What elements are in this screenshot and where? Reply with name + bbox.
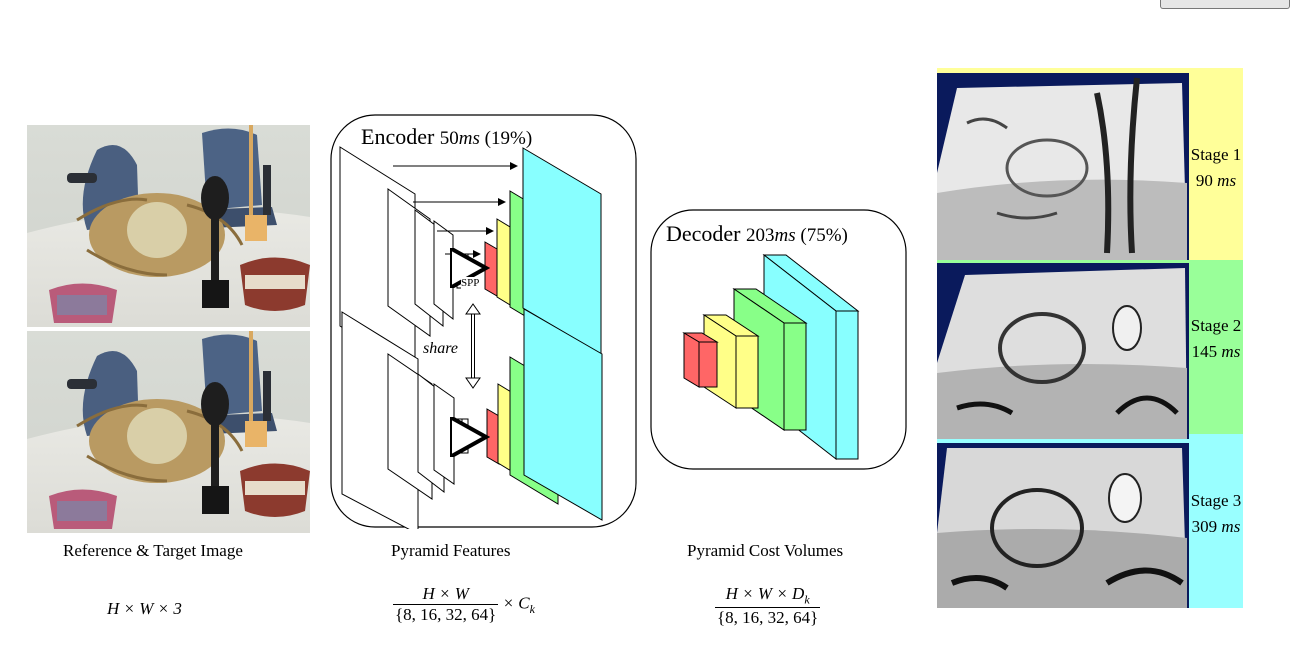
features-suffix: × C: [502, 593, 530, 613]
stage2-label: Stage 2 145 ms: [1189, 313, 1243, 365]
stage2-disparity-map: [937, 263, 1189, 439]
stage3-name: Stage 3: [1190, 491, 1242, 510]
encoder-unit: ms: [458, 128, 480, 149]
cost-volumes-caption: Pyramid Cost Volumes: [687, 541, 844, 560]
cost-numerator: H × W × D: [725, 584, 805, 603]
stage1-label: Stage 1 90 ms: [1189, 142, 1243, 194]
encoder-title: Encoder 50ms (19%): [361, 124, 532, 150]
stage2-time: 145: [1191, 342, 1218, 361]
cost-formula: H × W × Dk {8, 16, 32, 64}: [715, 584, 821, 628]
images-caption: Reference & Target Image: [63, 541, 243, 560]
stage1-name: Stage 1: [1190, 145, 1242, 164]
decoder-block: [650, 209, 907, 470]
stage2-name: Stage 2: [1190, 316, 1242, 335]
input-images: [27, 125, 311, 533]
encoder-title-text: Encoder: [361, 124, 435, 149]
stage1-disparity-map: [937, 73, 1189, 260]
feat-level1-bottom: [486, 408, 500, 465]
image-shape-formula: H × W × 3: [107, 599, 182, 619]
stage3-time: 309: [1191, 517, 1218, 536]
encoder-pct: (19%): [484, 128, 533, 149]
stage3-disparity-map: [937, 443, 1189, 608]
stage2-unit: ms: [1221, 342, 1241, 361]
encoder-time: 50: [439, 128, 459, 149]
image-shape-text: H × W × 3: [107, 599, 182, 618]
stage-outputs: Stage 1 90 ms Stage 2 145 ms Stage 3 309…: [937, 68, 1243, 608]
features-caption: Pyramid Features: [391, 541, 511, 560]
decoder-unit: ms: [774, 225, 796, 246]
decoder-title-text: Decoder: [666, 221, 741, 246]
spp-label: SPP: [461, 277, 480, 289]
share-label: share: [423, 340, 458, 358]
decoder-time: 203: [746, 225, 775, 246]
features-numerator: H × W: [422, 584, 469, 603]
features-formula: H × W {8, 16, 32, 64} × Ck: [393, 584, 535, 625]
features-subscript: k: [529, 601, 535, 616]
cost-denominator: {8, 16, 32, 64}: [715, 607, 821, 628]
encoder-block: [330, 114, 637, 529]
stage3-label: Stage 3 309 ms: [1189, 488, 1243, 540]
stage3-unit: ms: [1221, 517, 1241, 536]
cost-level1: [683, 332, 700, 388]
feat-level1-top: [484, 241, 498, 297]
feat-level4-bottom: [523, 308, 603, 521]
features-denominator: {8, 16, 32, 64}: [393, 604, 499, 624]
decoder-pct: (75%): [800, 225, 848, 246]
cost-subscript: k: [804, 592, 810, 607]
window-corner-tab: [1160, 0, 1290, 9]
stage1-time: 90: [1195, 171, 1213, 190]
stage1-unit: ms: [1217, 171, 1237, 190]
decoder-title: Decoder 203ms (75%): [666, 221, 848, 247]
